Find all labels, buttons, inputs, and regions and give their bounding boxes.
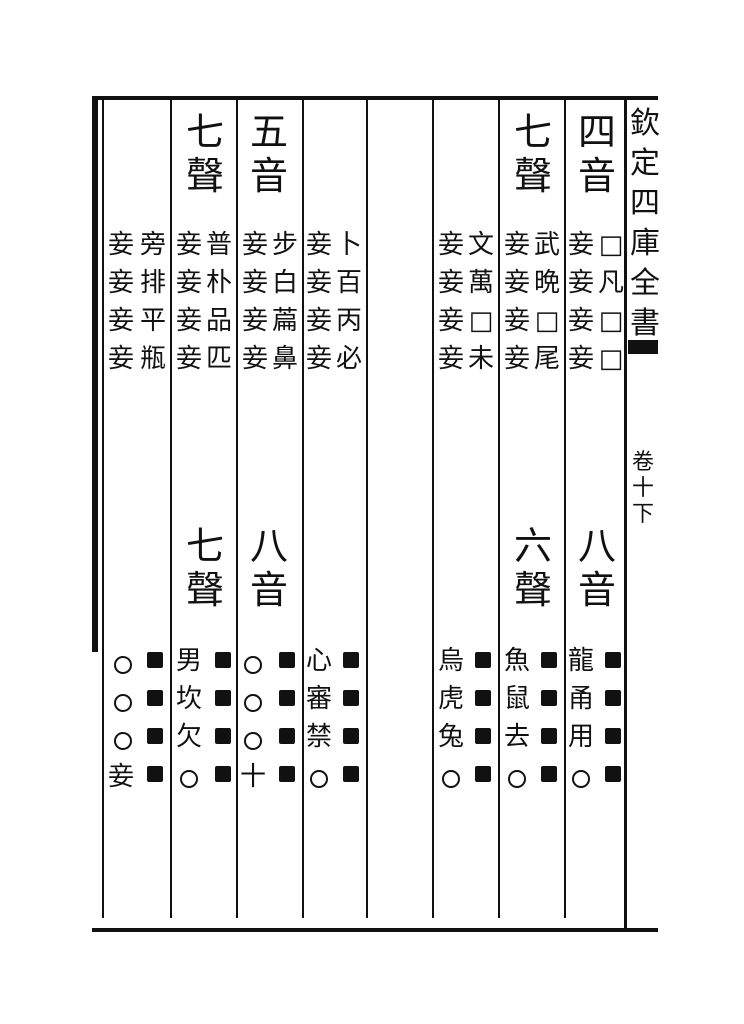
column-divider xyxy=(236,100,238,918)
section-heading: 八 音 xyxy=(250,524,289,612)
rhyme-line: 十 xyxy=(239,762,266,792)
rhyme-line: 龍 甬 用 xyxy=(567,646,594,752)
section-heading: 六 聲 xyxy=(514,524,553,612)
filled-square-markers xyxy=(272,642,302,792)
rhyme-line: 妾 妾 妾 妾 xyxy=(437,230,464,374)
section-heading: 七 聲 xyxy=(186,110,225,198)
empty-circle-marker xyxy=(244,694,262,712)
section-heading: 七 聲 xyxy=(514,110,553,198)
empty-circle-marker xyxy=(114,694,132,712)
rhyme-line: 烏 虎 兔 xyxy=(437,646,464,752)
rhyme-line: 旁 排 平 瓶 xyxy=(139,230,166,374)
empty-circle-marker xyxy=(244,732,262,750)
rhyme-line: 妾 xyxy=(107,762,134,792)
frame-left-rule xyxy=(92,96,98,652)
empty-circle-marker xyxy=(180,770,198,788)
rhyme-line: 武 晩 □ 尾 xyxy=(533,230,560,374)
section-heading: 八 音 xyxy=(578,524,617,612)
filled-square-markers xyxy=(468,642,498,792)
fish-tail-mark xyxy=(628,340,658,354)
section-heading: 七 聲 xyxy=(186,524,225,612)
filled-square-markers xyxy=(208,642,238,792)
section-heading: 四 音 xyxy=(578,110,617,198)
rhyme-line: 妾 妾 妾 妾 xyxy=(175,230,202,374)
filled-square-markers xyxy=(534,642,564,792)
rhyme-line: 妾 妾 妾 妾 xyxy=(107,230,134,374)
column-divider xyxy=(366,100,368,918)
rhyme-line: 步 白 萹 鼻 xyxy=(271,230,298,374)
empty-circle-marker xyxy=(442,770,460,788)
empty-circle-marker xyxy=(572,770,590,788)
filled-square-markers xyxy=(336,642,366,792)
filled-square-markers xyxy=(598,642,628,792)
rhyme-line: 心 審 禁 xyxy=(305,646,332,752)
section-heading: 五 音 xyxy=(250,110,289,198)
column-divider xyxy=(302,100,304,918)
frame-left-thin-rule xyxy=(102,100,104,918)
rhyme-line: 男 坎 欠 xyxy=(175,646,202,752)
rhyme-line: 妾 妾 妾 妾 xyxy=(305,230,332,374)
column-divider xyxy=(498,100,500,918)
empty-circle-marker xyxy=(508,770,526,788)
empty-circle-marker xyxy=(244,656,262,674)
rhyme-line: 妾 妾 妾 妾 xyxy=(567,230,594,374)
empty-circle-marker xyxy=(114,656,132,674)
frame-bottom-rule xyxy=(92,928,658,932)
rhyme-line: 卜 百 丙 必 xyxy=(335,230,362,374)
column-divider xyxy=(564,100,566,918)
frame-right-rule xyxy=(624,96,627,932)
empty-circle-marker xyxy=(114,732,132,750)
filled-square-markers xyxy=(140,642,170,792)
rhyme-line: 文 萬 □ 未 xyxy=(467,230,494,374)
rhyme-line: 妾 妾 妾 妾 xyxy=(241,230,268,374)
book-title: 欽 定 四 庫 全 書 xyxy=(630,106,660,341)
rhyme-line: 魚 鼠 去 xyxy=(503,646,530,752)
rhyme-line: □ 凡 □ □ xyxy=(597,230,624,374)
column-divider xyxy=(170,100,172,918)
volume-label: 卷 十 下 xyxy=(631,450,654,527)
frame-top-rule xyxy=(92,96,658,100)
rhyme-line: 妾 妾 妾 妾 xyxy=(503,230,530,374)
rhyme-line: 普 朴 品 匹 xyxy=(205,230,232,374)
column-divider xyxy=(432,100,434,918)
empty-circle-marker xyxy=(310,770,328,788)
